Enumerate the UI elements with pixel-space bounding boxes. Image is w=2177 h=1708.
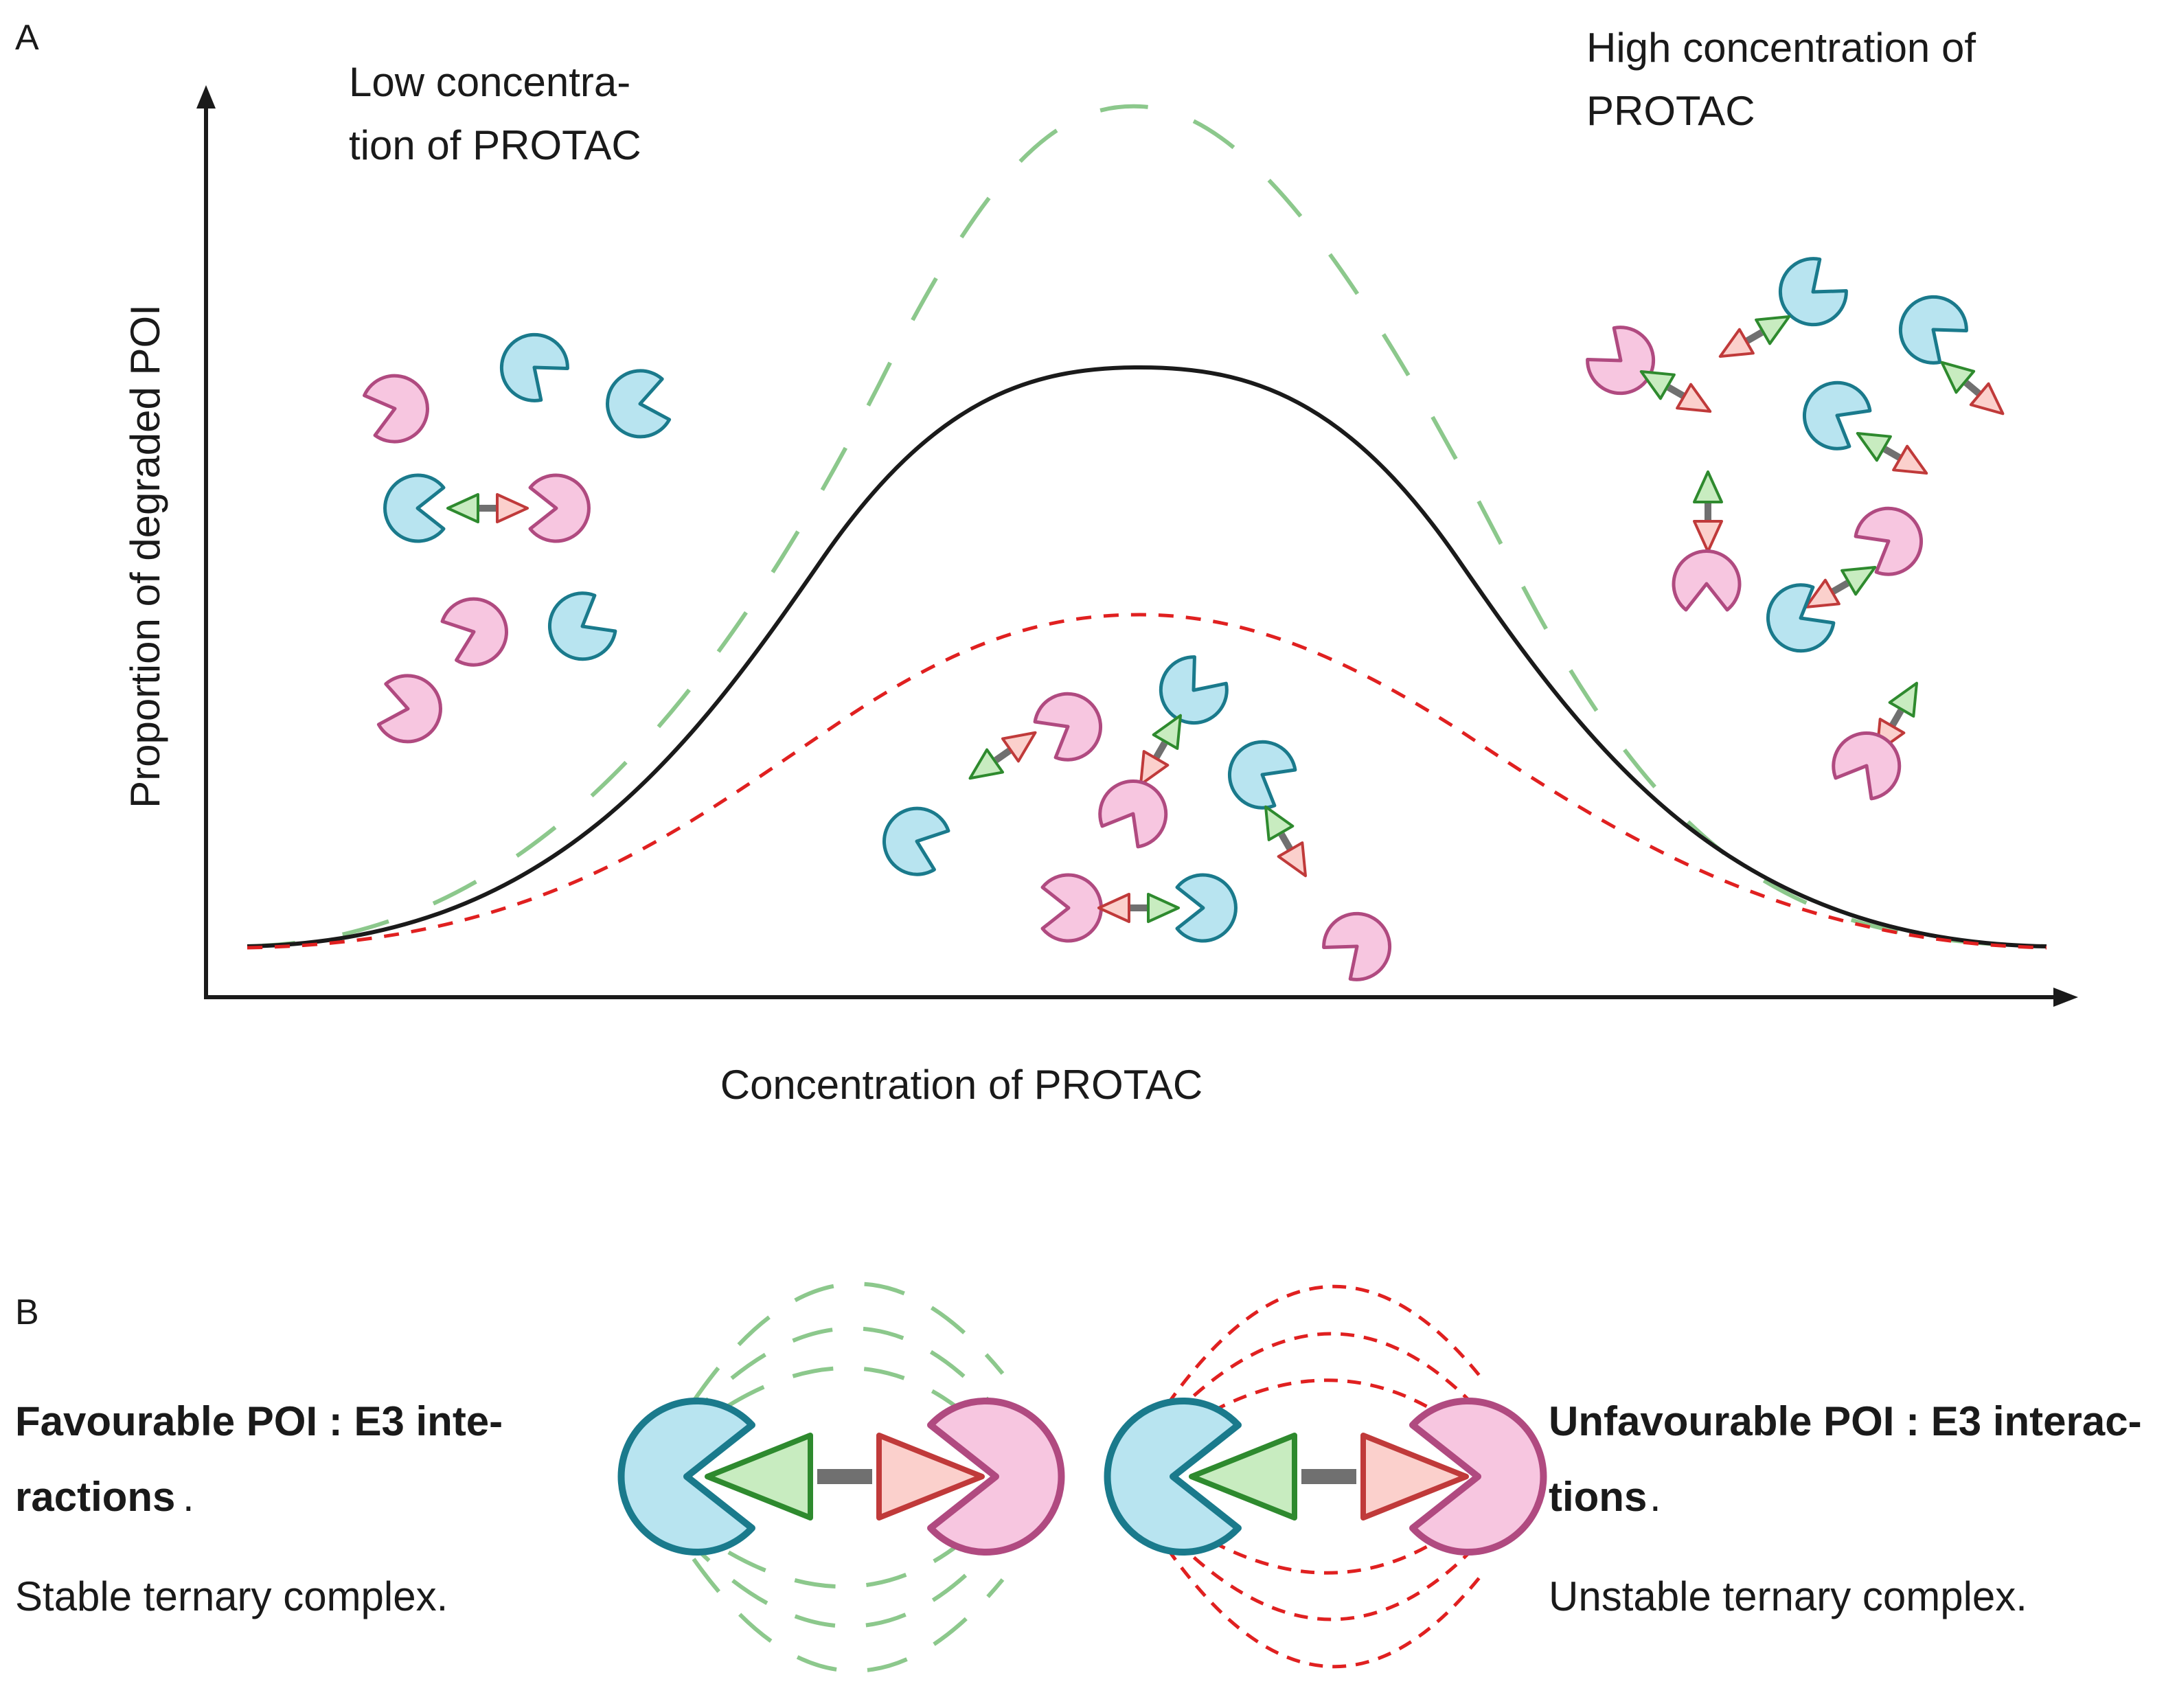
unfavourable-protac xyxy=(1189,1433,1469,1521)
high-concentration-label: High concentration of PROTAC xyxy=(1586,25,1987,134)
low-concentration-molecules xyxy=(361,321,672,747)
favourable-description: Stable ternary complex. xyxy=(15,1573,448,1619)
y-axis-arrowhead xyxy=(196,85,216,109)
chart-axes xyxy=(196,85,2078,1007)
favourable-title-period: . xyxy=(183,1474,194,1520)
unfavourable-title: Unfavourable POI : E3 interac- tions xyxy=(1549,1398,2153,1520)
favourable-title: Favourable POI : E3 inte- ractions xyxy=(15,1398,514,1520)
favourable-interaction-arcs xyxy=(668,1282,1005,1673)
stable-complex-curve xyxy=(247,104,2047,948)
low-concentration-label: Low concentra- tion of PROTAC xyxy=(349,59,642,168)
favourable-ternary-complex xyxy=(617,1282,1065,1673)
high-concentration-molecules xyxy=(1580,250,2011,805)
favourable-poi xyxy=(927,1398,1065,1556)
middle-concentration-molecules xyxy=(875,649,1403,988)
panel-a-label: A xyxy=(15,18,39,58)
unfavourable-title-period: . xyxy=(1650,1474,1661,1520)
favourable-e3-ligase xyxy=(617,1398,755,1556)
y-axis-label: Proportion of degraded POI xyxy=(122,304,168,808)
x-axis-label: Concentration of PROTAC xyxy=(720,1062,1203,1108)
x-axis-arrowhead xyxy=(2053,988,2078,1007)
favourable-protac xyxy=(705,1433,985,1521)
unfavourable-description: Unstable ternary complex. xyxy=(1549,1573,2027,1619)
unfavourable-poi xyxy=(1409,1398,1547,1556)
protac-response-curve xyxy=(247,365,2047,948)
unstable-complex-curve xyxy=(247,613,2047,950)
panel-b-label: B xyxy=(15,1293,39,1332)
unfavourable-e3-ligase xyxy=(1104,1398,1242,1556)
unfavourable-ternary-complex xyxy=(1104,1284,1547,1669)
